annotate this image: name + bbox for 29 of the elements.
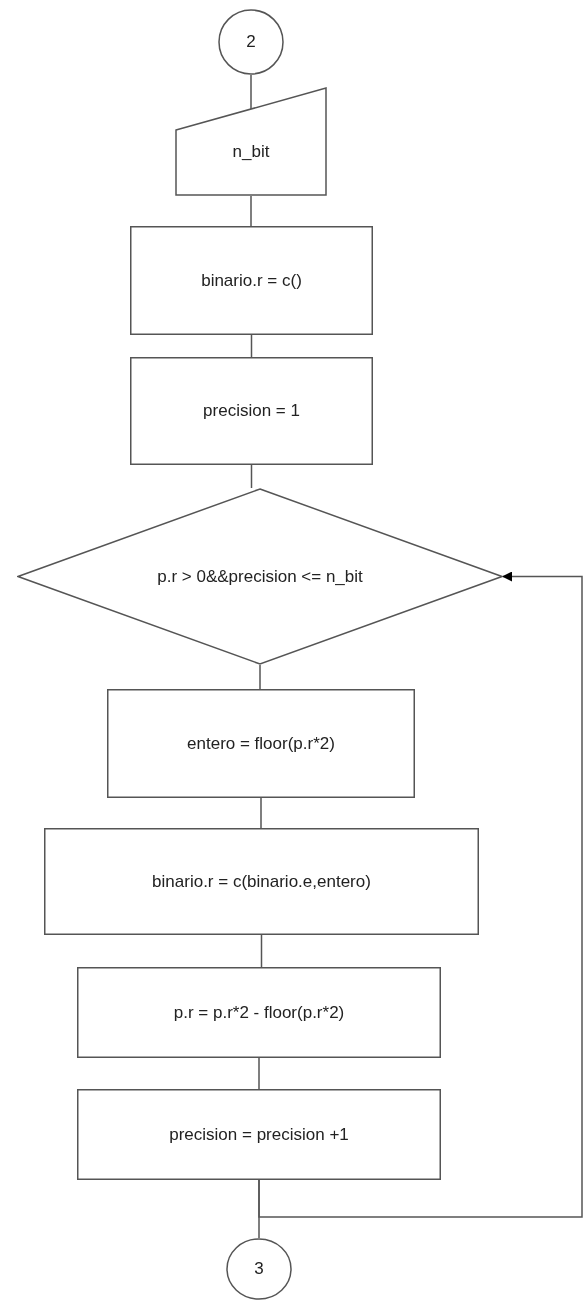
connector-line	[258, 1057, 260, 1090]
process-box	[107, 689, 415, 798]
node-text: binario.r = c(binario.e,entero)	[152, 870, 371, 893]
manual-input-shape	[175, 87, 327, 196]
node-text: 2	[246, 31, 256, 54]
process-box	[130, 226, 373, 335]
node-text: p.r = p.r*2 - floor(p.r*2)	[173, 1001, 345, 1024]
node-text: n_bit	[232, 140, 270, 163]
connector-line	[250, 464, 253, 489]
node-text: p.r > 0&&precision <= n_bit	[157, 565, 363, 588]
connector-line	[260, 797, 262, 829]
node-text: precision = precision +1	[169, 1123, 349, 1146]
process-box	[130, 357, 373, 465]
process-box	[44, 828, 479, 935]
node-text: precision = 1	[203, 400, 300, 423]
node-text: binario.r = c()	[201, 269, 302, 292]
connector-line	[250, 74, 252, 110]
connector-line	[260, 934, 263, 968]
process-box	[77, 1089, 441, 1180]
connector-line	[250, 334, 253, 358]
connector-line	[250, 195, 252, 227]
node-text: entero = floor(p.r*2)	[187, 732, 335, 755]
connector-circle	[226, 1238, 292, 1300]
arrow	[258, 571, 583, 1218]
connector-circle	[218, 9, 284, 75]
connector-line	[259, 664, 261, 690]
decision-diamond	[17, 488, 503, 665]
process-box	[77, 967, 441, 1058]
node-text: 3	[254, 1258, 264, 1281]
